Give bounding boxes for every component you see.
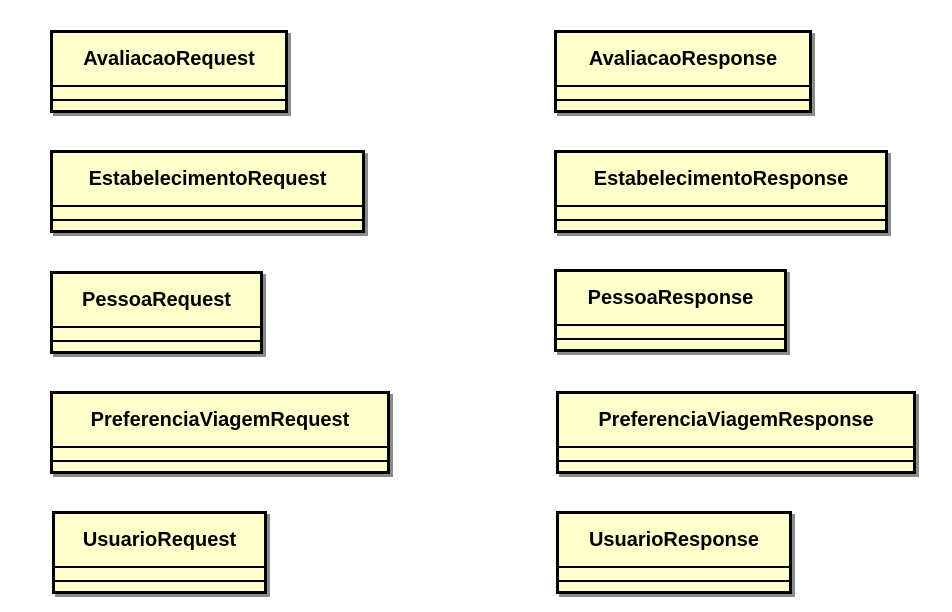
class-attributes-compartment: [53, 85, 285, 99]
class-operations-compartment: [559, 460, 913, 473]
class-operations-compartment: [53, 219, 362, 232]
class-preferencia-viagem-response[interactable]: PreferenciaViagemResponse: [556, 391, 916, 474]
class-name: UsuarioResponse: [588, 528, 760, 551]
class-estabelecimento-response[interactable]: EstabelecimentoResponse: [554, 150, 888, 233]
class-attributes-compartment: [557, 205, 885, 219]
class-attributes-compartment: [557, 324, 784, 338]
class-avaliacao-request[interactable]: AvaliacaoRequest: [50, 30, 288, 113]
class-name: AvaliacaoResponse: [588, 47, 778, 70]
class-name: EstabelecimentoResponse: [593, 167, 849, 190]
class-pessoa-response[interactable]: PessoaResponse: [554, 269, 787, 352]
class-attributes-compartment: [53, 446, 387, 460]
class-attributes-compartment: [559, 446, 913, 460]
class-attributes-compartment: [55, 566, 264, 580]
class-operations-compartment: [53, 460, 387, 473]
class-name: EstabelecimentoRequest: [88, 167, 327, 190]
class-pessoa-request[interactable]: PessoaRequest: [50, 271, 263, 354]
class-attributes-compartment: [559, 566, 789, 580]
class-operations-compartment: [55, 580, 264, 593]
class-name: UsuarioRequest: [82, 528, 237, 551]
class-name: PessoaRequest: [82, 288, 231, 311]
class-usuario-response[interactable]: UsuarioResponse: [556, 511, 792, 594]
class-operations-compartment: [53, 99, 285, 112]
class-operations-compartment: [557, 338, 784, 351]
class-preferencia-viagem-request[interactable]: PreferenciaViagemRequest: [50, 391, 390, 474]
class-operations-compartment: [557, 219, 885, 232]
class-estabelecimento-request[interactable]: EstabelecimentoRequest: [50, 150, 365, 233]
class-attributes-compartment: [53, 326, 260, 340]
class-name: PreferenciaViagemRequest: [90, 408, 350, 431]
class-operations-compartment: [53, 340, 260, 353]
class-attributes-compartment: [53, 205, 362, 219]
class-name: PreferenciaViagemResponse: [598, 408, 874, 431]
class-name: AvaliacaoRequest: [83, 47, 255, 70]
class-usuario-request[interactable]: UsuarioRequest: [52, 511, 267, 594]
class-operations-compartment: [559, 580, 789, 593]
class-attributes-compartment: [557, 85, 809, 99]
class-operations-compartment: [557, 99, 809, 112]
class-name: PessoaResponse: [587, 286, 754, 309]
class-avaliacao-response[interactable]: AvaliacaoResponse: [554, 30, 812, 113]
